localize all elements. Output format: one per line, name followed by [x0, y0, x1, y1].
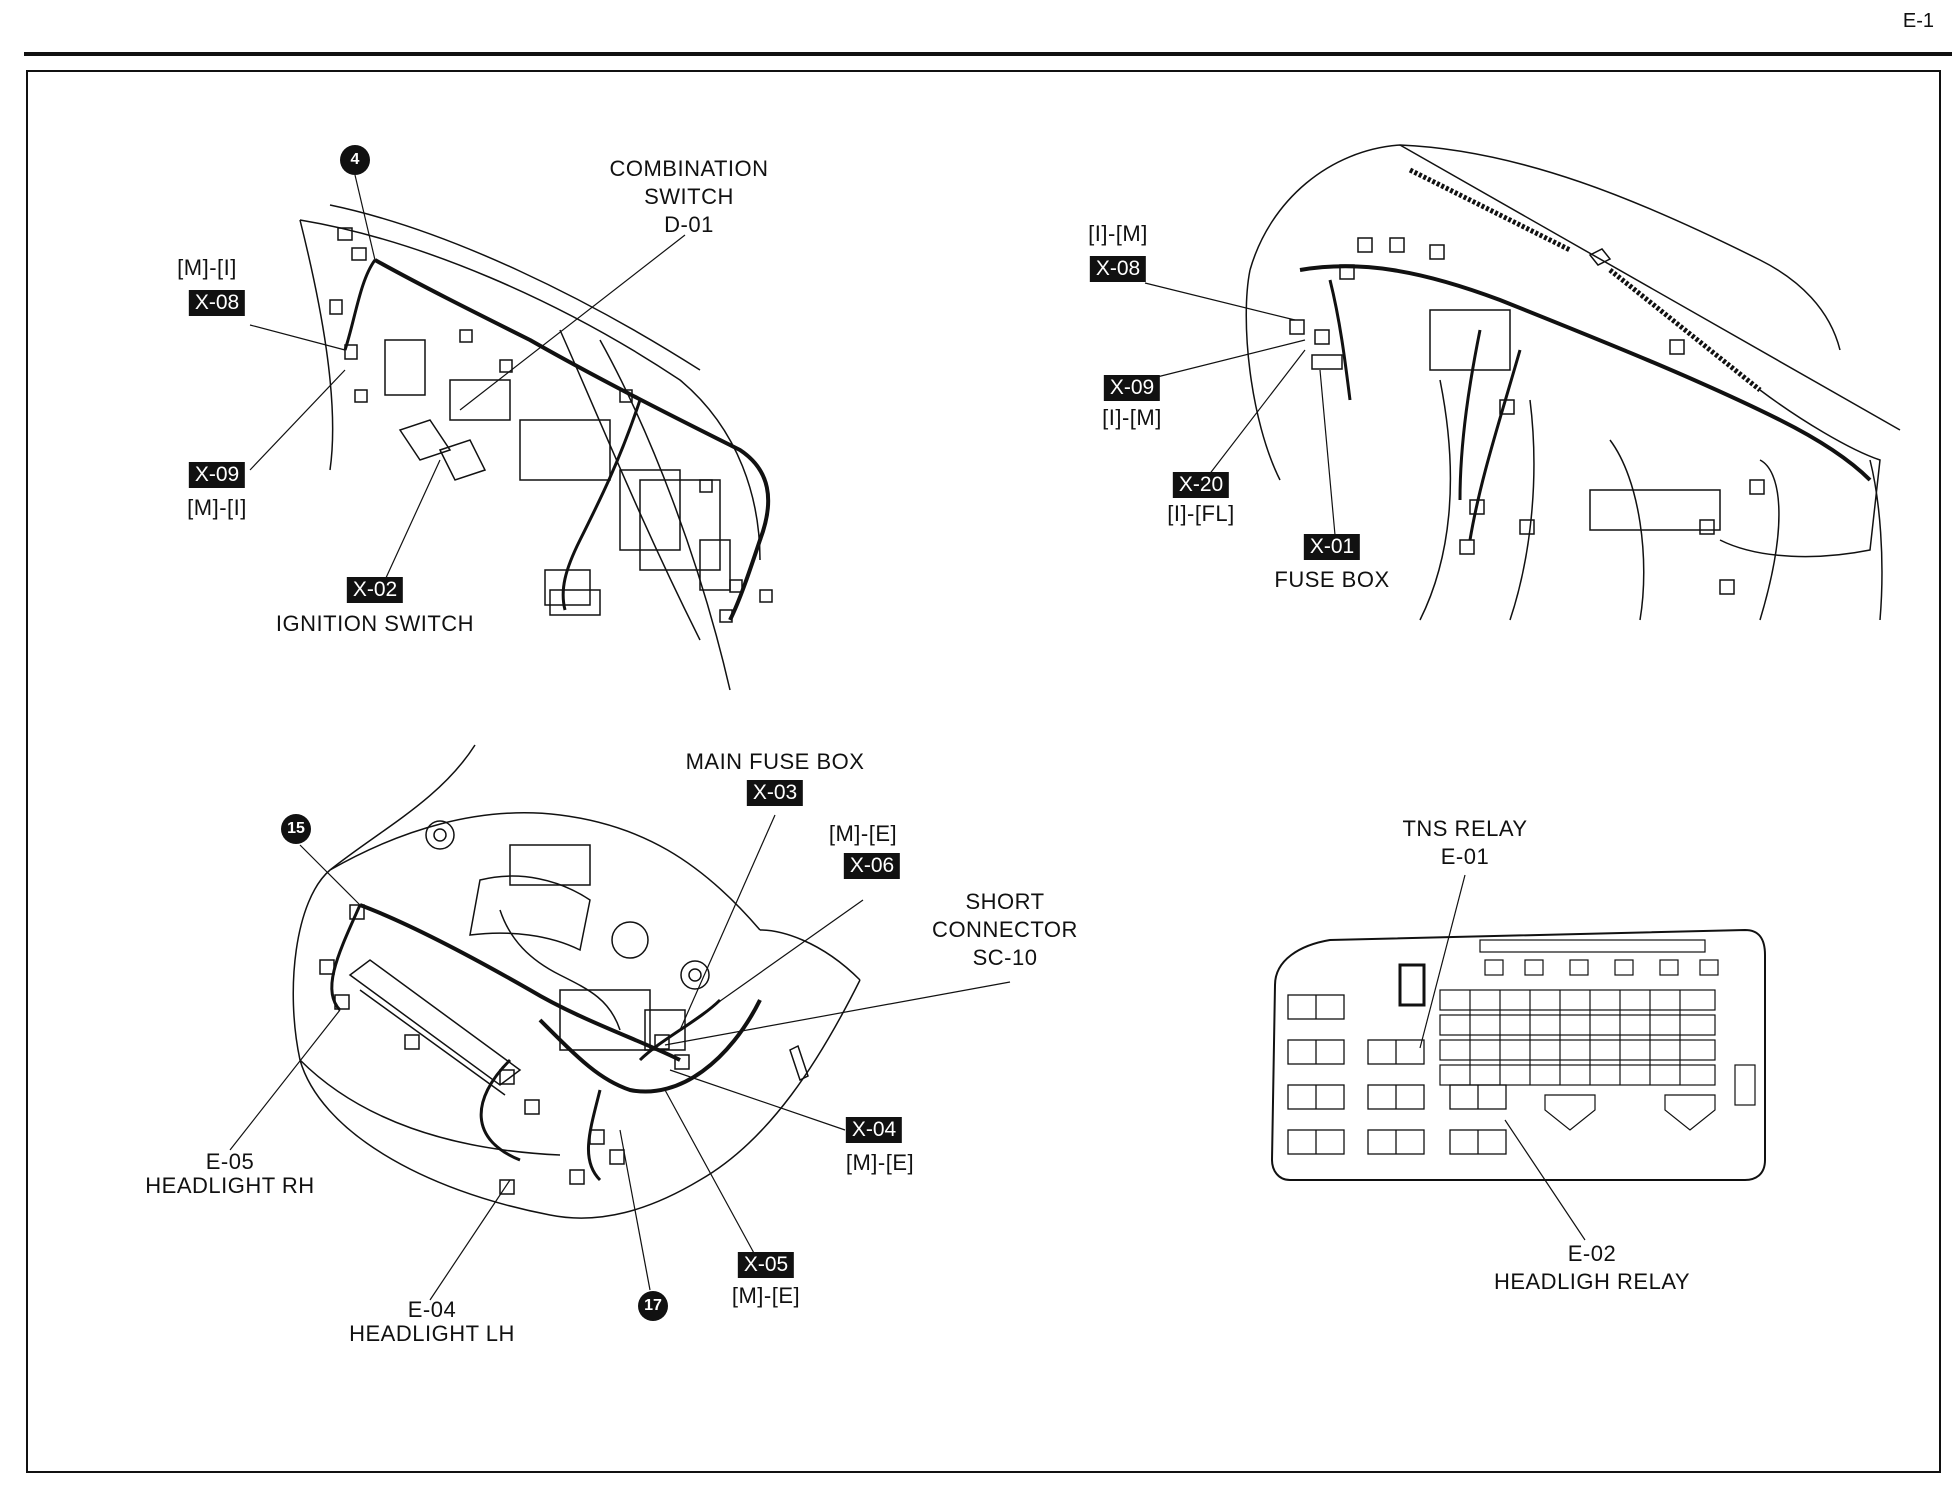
- main-fuse-box-label: MAIN FUSE BOX: [685, 749, 865, 774]
- x04-connector-tag: X-04: [845, 1117, 903, 1143]
- headlight-lh-label: HEADLIGHT LH: [349, 1321, 515, 1346]
- tns-relay-code: E-01: [1440, 844, 1490, 869]
- callout-15: 15: [281, 814, 311, 844]
- dashboard-drawing: [1144, 144, 1901, 621]
- dash-x09-harness-label: [I]-[M]: [1102, 405, 1162, 430]
- relay-box-drawing: [1270, 874, 1766, 1241]
- engine-bay-drawing: [229, 744, 1011, 1301]
- x03-connector-tag: X-03: [746, 780, 804, 806]
- x02-connector-tag: X-02: [346, 577, 404, 603]
- tns-relay-label: TNS RELAY: [1402, 816, 1528, 841]
- ignition-switch-label: IGNITION SWITCH: [275, 611, 475, 636]
- callout-4: 4: [340, 145, 370, 175]
- headlight-relay-code: E-02: [1567, 1241, 1617, 1266]
- combination-switch-name2: SWITCH: [644, 184, 734, 209]
- x06-connector-tag: X-06: [843, 853, 901, 879]
- short-connector-name2: CONNECTOR: [932, 917, 1078, 942]
- short-connector-code: SC-10: [972, 945, 1038, 970]
- x20-connector-tag: X-20: [1172, 472, 1230, 498]
- x08-harness-label: [M]-[I]: [177, 255, 237, 280]
- header-rule: [24, 52, 1952, 56]
- x05-connector-tag: X-05: [737, 1252, 795, 1278]
- headlight-rh-code: E-05: [205, 1149, 255, 1174]
- x06-harness-label: [M]-[E]: [828, 821, 898, 846]
- x20-harness-label: [I]-[FL]: [1167, 501, 1235, 526]
- combination-switch-name: COMBINATION: [609, 156, 769, 181]
- combination-switch-code: D-01: [664, 212, 714, 237]
- x05-harness-label: [M]-[E]: [731, 1283, 801, 1308]
- x04-harness-label: [M]-[E]: [845, 1150, 915, 1175]
- callout-17: 17: [638, 1291, 668, 1321]
- diagram-frame: [26, 70, 1941, 1473]
- dash-x09-connector-tag: X-09: [1103, 375, 1161, 401]
- x08-connector-tag: X-08: [188, 290, 246, 316]
- page-number: E-1: [1902, 10, 1934, 32]
- dash-x08-connector-tag: X-08: [1089, 256, 1147, 282]
- headlight-relay-label: HEADLIGH RELAY: [1493, 1269, 1691, 1294]
- headlight-lh-code: E-04: [407, 1297, 457, 1322]
- short-connector-name: SHORT: [965, 889, 1045, 914]
- steering-column-drawing: [249, 174, 773, 691]
- x09-connector-tag: X-09: [188, 462, 246, 488]
- dash-x08-harness-label: [I]-[M]: [1088, 221, 1148, 246]
- x01-connector-tag: X-01: [1303, 534, 1361, 560]
- headlight-rh-label: HEADLIGHT RH: [145, 1173, 315, 1198]
- x09-harness-label: [M]-[I]: [187, 495, 247, 520]
- fuse-box-label: FUSE BOX: [1274, 567, 1390, 592]
